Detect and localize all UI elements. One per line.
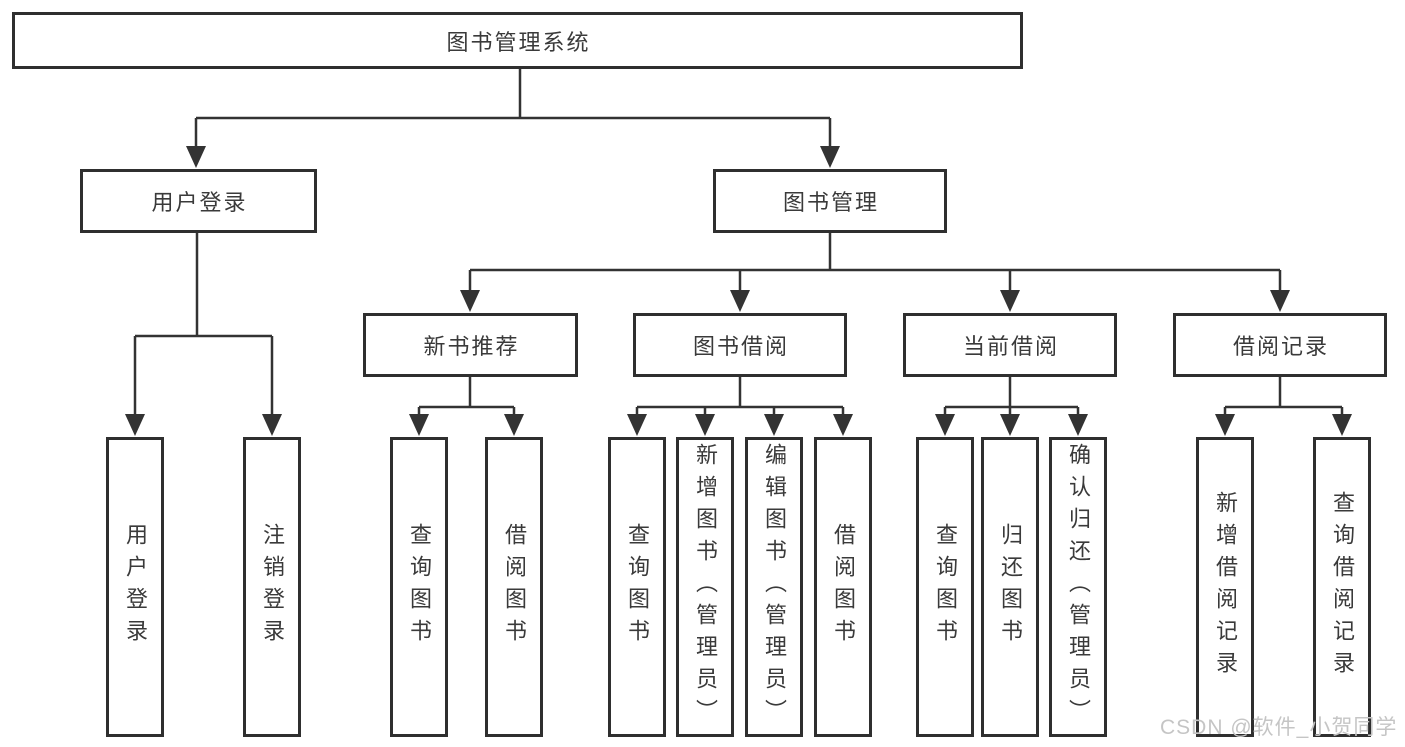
node-label: 新书推荐 bbox=[423, 334, 520, 359]
arrowheads bbox=[125, 146, 1352, 436]
leaf-add-book-admin: 新增图书（管理员） bbox=[676, 437, 734, 737]
connector-user-login-branch bbox=[133, 233, 274, 418]
leaf-query-books-current: 查询图书 bbox=[916, 437, 974, 737]
leaf-query-books-recommend: 查询图书 bbox=[390, 437, 448, 737]
node-book-borrow: 图书借阅 bbox=[633, 313, 847, 377]
leaf-logout: 注销登录 bbox=[243, 437, 301, 737]
node-label: 图书管理系统 bbox=[446, 29, 591, 55]
leaf-user-login: 用户登录 bbox=[106, 437, 164, 737]
leaf-label: 查询借阅记录 bbox=[1330, 491, 1355, 683]
node-label: 图书管理 bbox=[782, 190, 879, 215]
connector-current-borrow-branch bbox=[943, 377, 1080, 418]
connector-book-management-branch bbox=[468, 233, 1282, 294]
node-borrow-records: 借阅记录 bbox=[1173, 313, 1387, 377]
leaf-confirm-return-admin: 确认归还（管理员） bbox=[1049, 437, 1107, 737]
leaf-label: 查询图书 bbox=[625, 523, 650, 651]
leaf-query-books-borrow: 查询图书 bbox=[608, 437, 666, 737]
node-label: 借阅记录 bbox=[1232, 334, 1329, 359]
leaf-label: 查询图书 bbox=[933, 523, 958, 651]
connector-book-borrow-branch bbox=[635, 377, 845, 418]
leaf-query-borrow-record: 查询借阅记录 bbox=[1313, 437, 1371, 737]
watermark-text: CSDN @软件_小贺同学 bbox=[1160, 716, 1398, 739]
leaf-edit-book-admin: 编辑图书（管理员） bbox=[745, 437, 803, 737]
node-label: 图书借阅 bbox=[692, 334, 789, 359]
node-label: 用户登录 bbox=[151, 190, 248, 215]
leaf-label: 借阅图书 bbox=[831, 523, 856, 651]
leaf-label: 注销登录 bbox=[260, 523, 285, 651]
leaf-label: 确认归还（管理员） bbox=[1066, 443, 1091, 731]
leaf-borrow-books: 借阅图书 bbox=[814, 437, 872, 737]
node-book-management: 图书管理 bbox=[713, 169, 947, 233]
connector-root-to-level2 bbox=[194, 69, 832, 150]
leaf-label: 用户登录 bbox=[123, 523, 148, 651]
connector-borrow-records-branch bbox=[1223, 377, 1344, 418]
node-current-borrow: 当前借阅 bbox=[903, 313, 1117, 377]
node-system-root: 图书管理系统 bbox=[12, 12, 1023, 69]
leaf-label: 借阅图书 bbox=[502, 523, 527, 651]
leaf-add-borrow-record: 新增借阅记录 bbox=[1196, 437, 1254, 737]
leaf-label: 查询图书 bbox=[407, 523, 432, 651]
leaf-return-books: 归还图书 bbox=[981, 437, 1039, 737]
node-user-login: 用户登录 bbox=[80, 169, 317, 233]
leaf-label: 归还图书 bbox=[998, 523, 1023, 651]
node-new-book-recommend: 新书推荐 bbox=[363, 313, 578, 377]
leaf-label: 编辑图书（管理员） bbox=[762, 443, 787, 731]
leaf-label: 新增图书（管理员） bbox=[693, 443, 718, 731]
leaf-borrow-books-recommend: 借阅图书 bbox=[485, 437, 543, 737]
connector-new-book-branch bbox=[417, 377, 516, 418]
node-label: 当前借阅 bbox=[962, 334, 1059, 359]
leaf-label: 新增借阅记录 bbox=[1213, 491, 1238, 683]
